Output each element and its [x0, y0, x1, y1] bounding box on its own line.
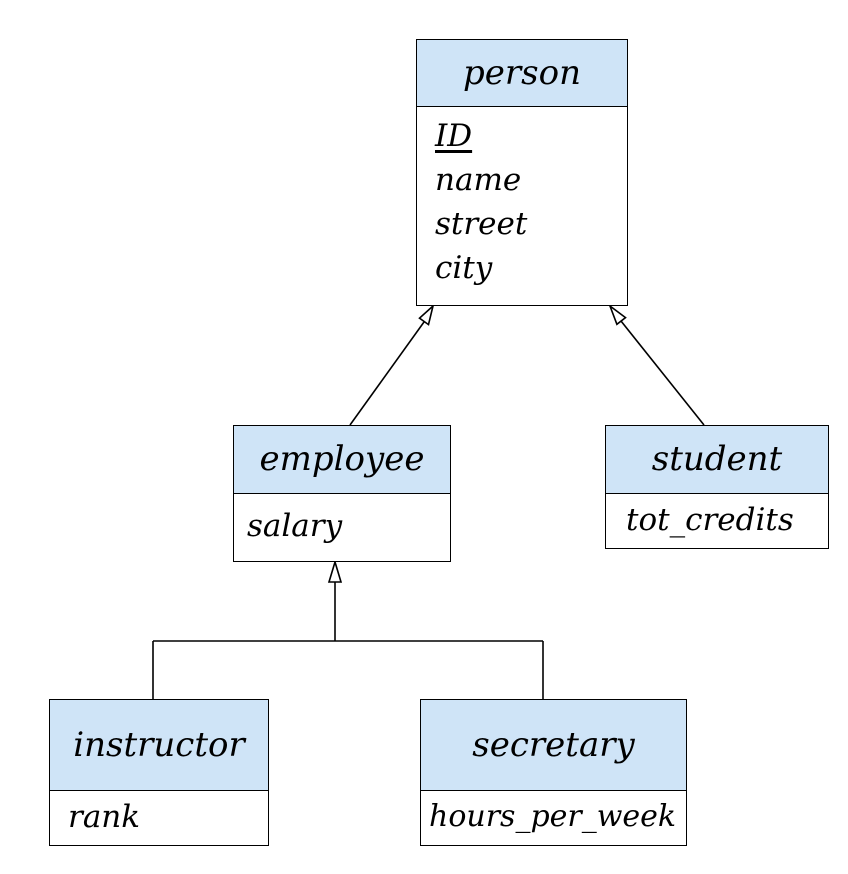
- attribute-rank: rank: [68, 799, 141, 835]
- entity-secretary-title: secretary: [421, 700, 686, 791]
- arrowhead-student-person: [608, 303, 627, 326]
- attribute-city: city: [435, 250, 493, 286]
- attribute-name: name: [435, 162, 522, 198]
- entity-instructor[interactable]: instructor rank: [49, 699, 269, 846]
- entity-student[interactable]: student tot_credits: [605, 425, 829, 549]
- link-employee-person: [349, 321, 425, 426]
- entity-person-title: person: [417, 40, 627, 107]
- entity-employee-title: employee: [234, 426, 450, 494]
- entity-student-attributes: tot_credits: [606, 494, 828, 542]
- entity-employee[interactable]: employee salary: [233, 425, 451, 562]
- entity-person[interactable]: person ID name street city: [416, 39, 628, 306]
- entity-person-attributes: ID name street city: [417, 107, 627, 290]
- attribute-tot-credits: tot_credits: [626, 502, 794, 538]
- attribute-hours-per-week: hours_per_week: [429, 799, 677, 834]
- attribute-salary: salary: [247, 508, 343, 544]
- attribute-street: street: [435, 206, 528, 242]
- entity-secretary-attributes: hours_per_week: [421, 791, 686, 839]
- entity-instructor-attributes: rank: [50, 791, 268, 839]
- entity-secretary[interactable]: secretary hours_per_week: [420, 699, 687, 846]
- entity-student-title: student: [606, 426, 828, 494]
- link-student-person: [620, 320, 705, 426]
- entity-instructor-title: instructor: [50, 700, 268, 791]
- attribute-id-primary-key: ID: [435, 118, 473, 154]
- arrowhead-employee-person: [418, 303, 435, 326]
- arrowhead-employee: [327, 559, 343, 583]
- entity-employee-attributes: salary: [234, 494, 450, 548]
